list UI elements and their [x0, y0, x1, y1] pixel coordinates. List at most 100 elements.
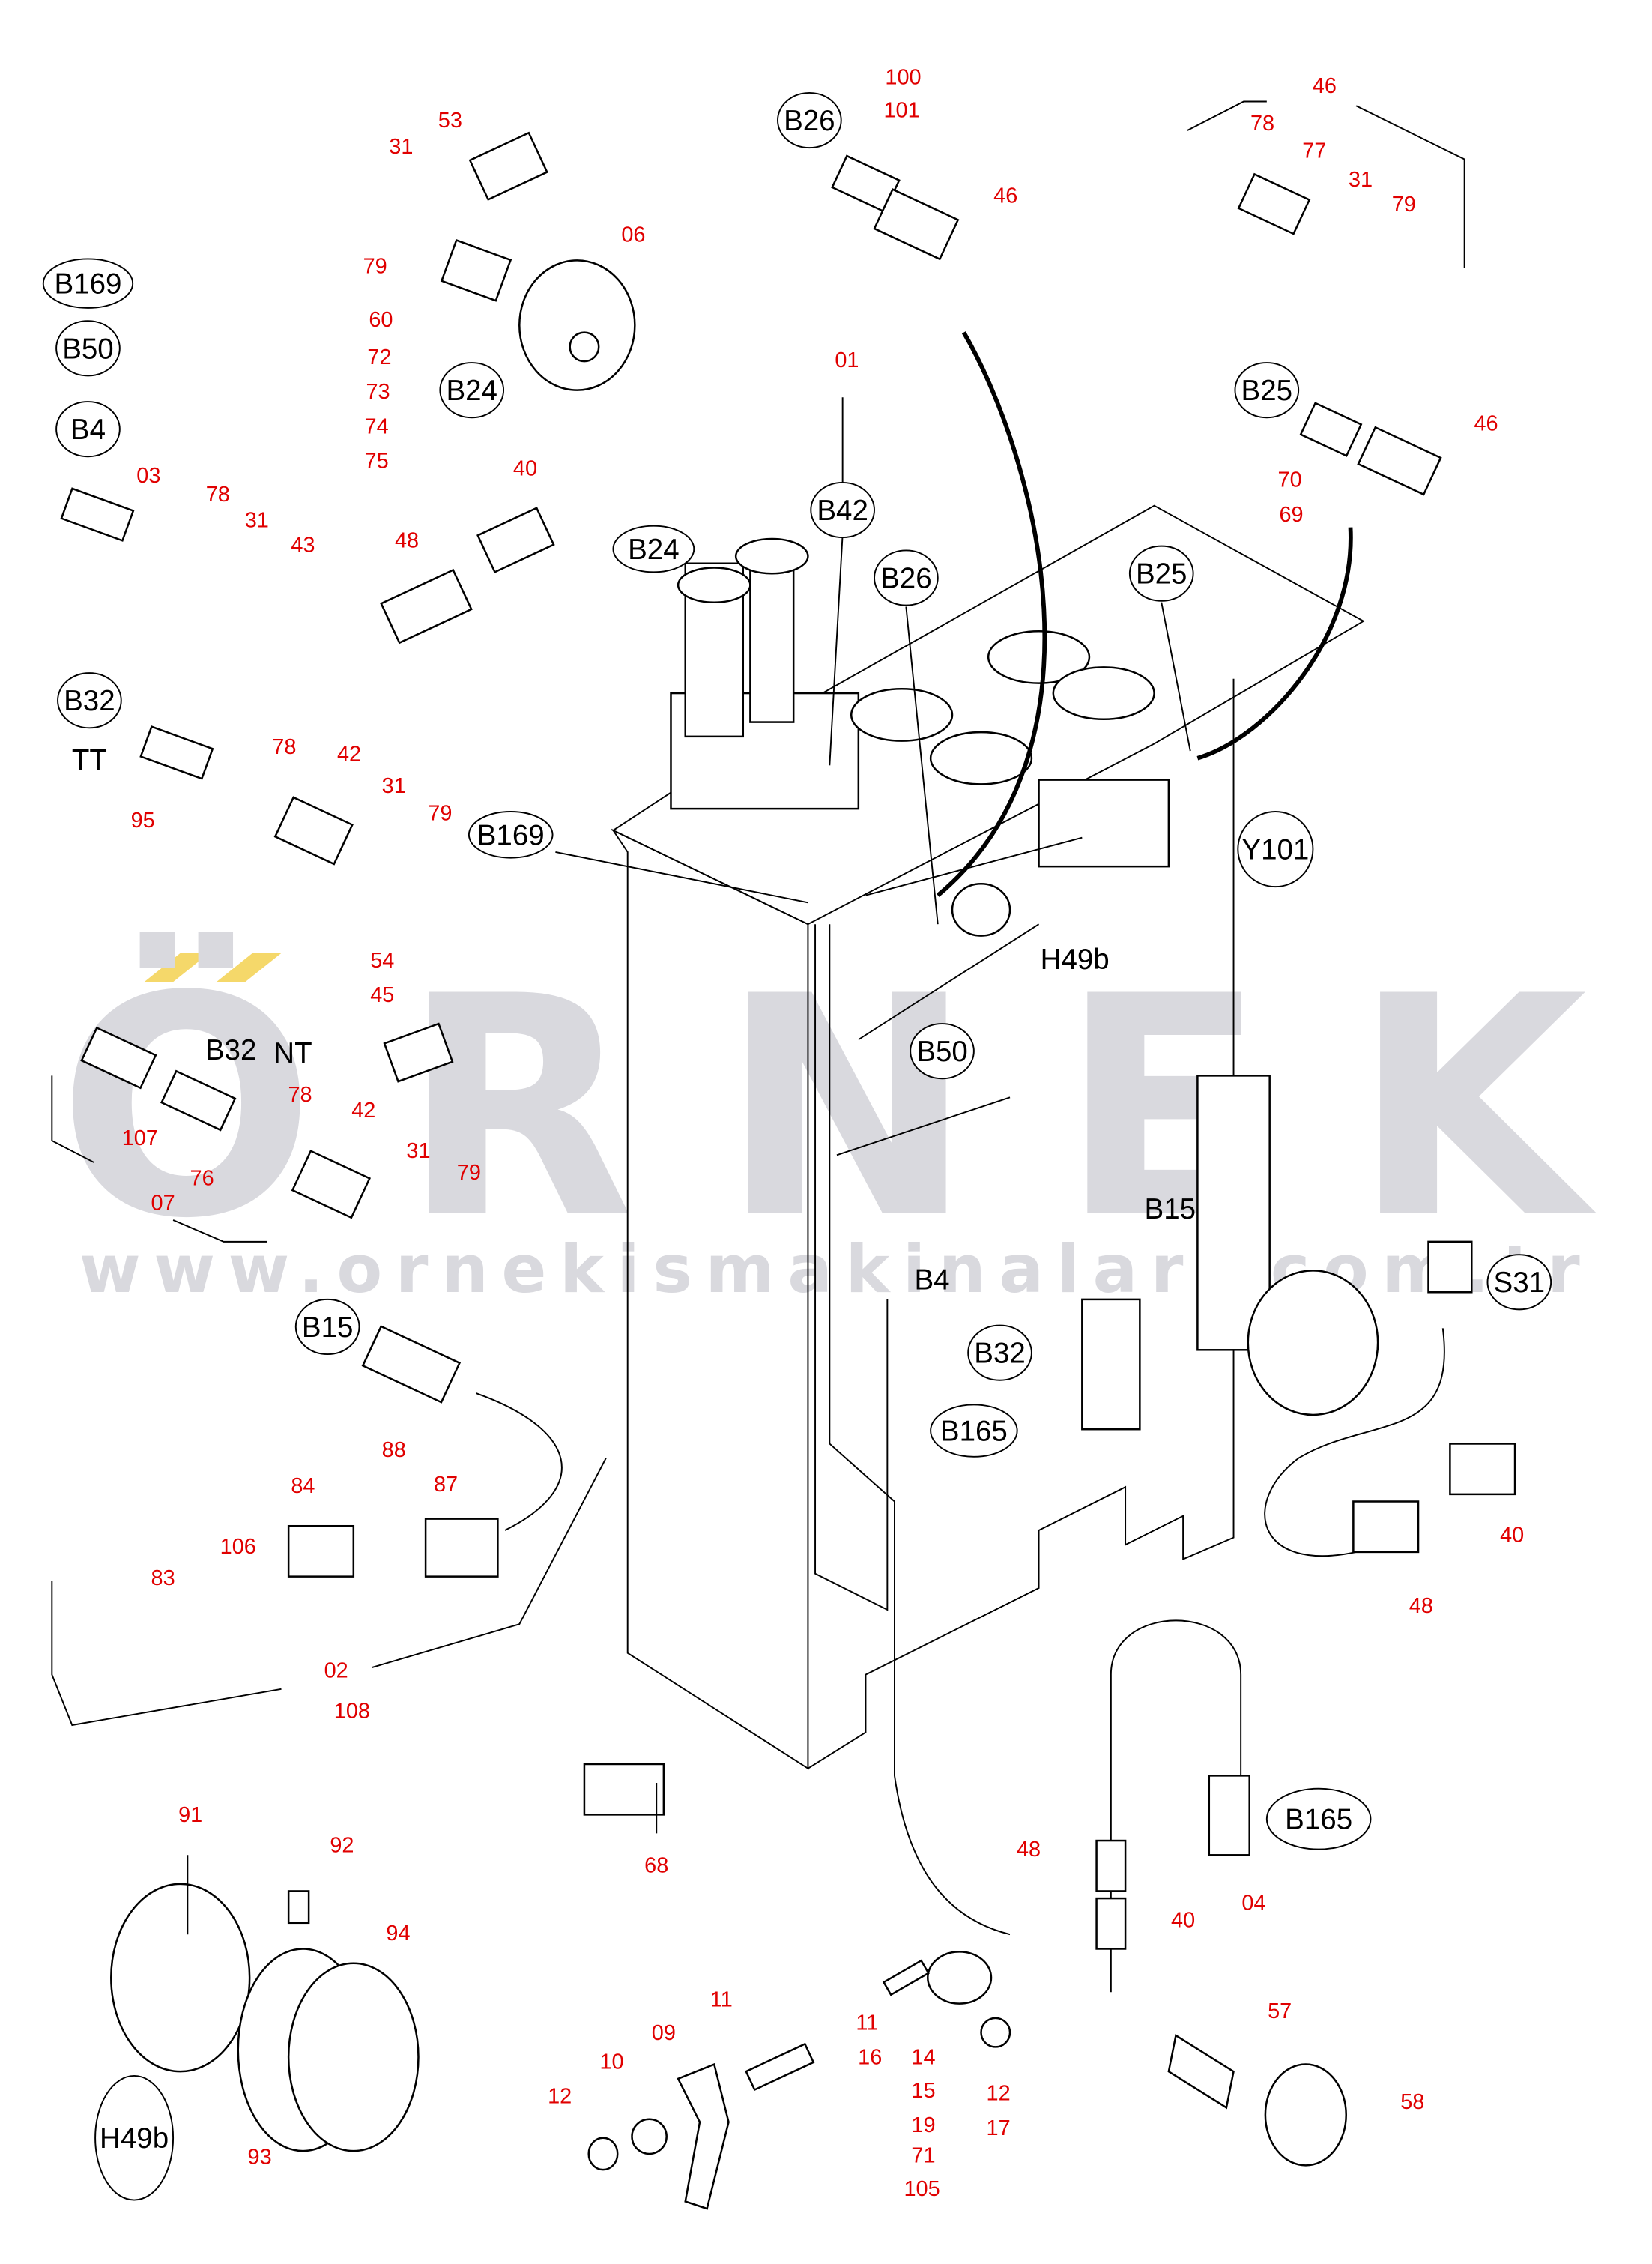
part-number[interactable]: 43	[291, 533, 315, 557]
callout-b15[interactable]: B15	[294, 1298, 360, 1356]
callout-b25[interactable]: B25	[1128, 545, 1194, 602]
part-number[interactable]: 11	[710, 1988, 733, 2012]
part-number[interactable]: 06	[621, 223, 645, 247]
part-number[interactable]: 42	[337, 743, 361, 767]
component-shapes	[60, 131, 1516, 2210]
part-number[interactable]: 45	[370, 983, 394, 1007]
part-number[interactable]: 76	[190, 1167, 214, 1191]
part-number[interactable]: 03	[136, 464, 160, 488]
part-number[interactable]: 105	[904, 2177, 940, 2201]
part-number[interactable]: 60	[369, 308, 393, 332]
part-number[interactable]: 107	[122, 1126, 158, 1150]
callout-b26[interactable]: B26	[874, 549, 939, 606]
callout-b50[interactable]: B50	[910, 1023, 975, 1080]
part-number[interactable]: 31	[406, 1139, 430, 1163]
part-number[interactable]: 16	[858, 2046, 882, 2070]
part-number[interactable]: 48	[1017, 1838, 1041, 1862]
part-number[interactable]: 68	[644, 1853, 668, 1877]
part-number[interactable]: 40	[1500, 1523, 1524, 1547]
callout-b165[interactable]: B165	[930, 1404, 1018, 1458]
part-number[interactable]: 04	[1241, 1891, 1265, 1915]
part-number[interactable]: 93	[248, 2145, 272, 2169]
callout-b4[interactable]: B4	[914, 1264, 949, 1296]
callout-b25[interactable]: B25	[1234, 362, 1300, 419]
part-number[interactable]: 57	[1268, 1999, 1292, 2023]
part-number[interactable]: 87	[434, 1473, 458, 1497]
part-number[interactable]: 10	[599, 2050, 623, 2074]
part-number[interactable]: 14	[911, 2046, 935, 2070]
part-number[interactable]: 94	[386, 1922, 410, 1945]
callout-b4[interactable]: B4	[55, 401, 121, 458]
part-number[interactable]: 83	[151, 1566, 175, 1590]
svg-text:B165: B165	[1285, 1804, 1352, 1836]
part-number[interactable]: 40	[513, 456, 537, 480]
part-number[interactable]: 79	[428, 802, 452, 826]
part-number[interactable]: 31	[245, 509, 269, 533]
callout-b169[interactable]: B169	[42, 258, 134, 309]
callout-h49b[interactable]: H49b	[1041, 944, 1110, 976]
part-number[interactable]: 100	[885, 65, 921, 89]
callout-h49b[interactable]: H49b	[94, 2074, 175, 2201]
part-number[interactable]: 31	[382, 774, 406, 798]
callout-b24[interactable]: B24	[439, 362, 505, 419]
part-number[interactable]: 12	[548, 2085, 572, 2109]
part-number[interactable]: 31	[1349, 168, 1373, 192]
callout-b24[interactable]: B24	[612, 525, 695, 573]
part-number[interactable]: 54	[370, 949, 394, 973]
part-number[interactable]: 11	[856, 2011, 878, 2035]
callout-b169[interactable]: B169	[468, 811, 554, 859]
part-number[interactable]: 88	[382, 1438, 406, 1462]
part-number[interactable]: 78	[206, 483, 230, 507]
callout-y101[interactable]: Y101	[1237, 811, 1314, 888]
part-number[interactable]: 92	[330, 1833, 354, 1857]
part-number[interactable]: 19	[911, 2113, 935, 2137]
part-number[interactable]: 108	[334, 1699, 370, 1723]
part-number[interactable]: 74	[365, 414, 389, 438]
part-number[interactable]: 77	[1302, 139, 1326, 163]
svg-text:S31: S31	[1494, 1267, 1546, 1299]
part-number[interactable]: 72	[367, 345, 391, 369]
callout-b15[interactable]: B15	[1145, 1193, 1196, 1225]
part-number[interactable]: 78	[288, 1083, 312, 1107]
part-number[interactable]: 02	[324, 1658, 348, 1682]
part-number[interactable]: 17	[987, 2116, 1011, 2140]
part-number[interactable]: 95	[131, 809, 155, 833]
part-number[interactable]: 79	[363, 255, 387, 279]
part-number[interactable]: 53	[438, 109, 462, 133]
part-number[interactable]: 12	[987, 2082, 1011, 2106]
part-number[interactable]: 09	[652, 2021, 676, 2045]
part-number[interactable]: 46	[1474, 412, 1498, 436]
part-number[interactable]: 79	[457, 1161, 481, 1185]
part-number[interactable]: 78	[272, 735, 296, 759]
callout-b165[interactable]: B165	[1265, 1787, 1372, 1850]
part-number[interactable]: 01	[835, 348, 859, 372]
part-number[interactable]: 15	[911, 2079, 935, 2103]
part-number[interactable]: 84	[291, 1474, 315, 1498]
callout-s31[interactable]: S31	[1486, 1254, 1552, 1311]
part-number[interactable]: 75	[365, 450, 389, 474]
part-number[interactable]: 07	[151, 1191, 175, 1215]
part-number[interactable]: 79	[1392, 193, 1416, 217]
callout-b50[interactable]: B50	[55, 320, 121, 377]
part-number[interactable]: 71	[911, 2143, 935, 2167]
part-number[interactable]: 40	[1171, 1909, 1195, 1933]
part-number[interactable]: 31	[389, 135, 413, 159]
part-number[interactable]: 42	[351, 1099, 375, 1123]
callout-b26[interactable]: B26	[777, 91, 842, 149]
part-number[interactable]: 91	[178, 1803, 202, 1827]
part-number[interactable]: 58	[1400, 2090, 1424, 2114]
part-number[interactable]: 69	[1279, 503, 1303, 527]
part-number[interactable]: 78	[1250, 112, 1274, 136]
part-number[interactable]: 106	[220, 1535, 256, 1559]
callout-b32[interactable]: B32	[967, 1324, 1032, 1381]
part-number[interactable]: 48	[1409, 1594, 1433, 1618]
part-number[interactable]: 101	[884, 99, 920, 123]
part-number[interactable]: 48	[395, 529, 419, 553]
part-number[interactable]: 73	[366, 380, 390, 404]
callout-b42[interactable]: B42	[810, 481, 875, 539]
part-number[interactable]: 46	[993, 184, 1017, 208]
part-number[interactable]: 46	[1313, 74, 1337, 98]
part-number[interactable]: 70	[1278, 468, 1302, 492]
